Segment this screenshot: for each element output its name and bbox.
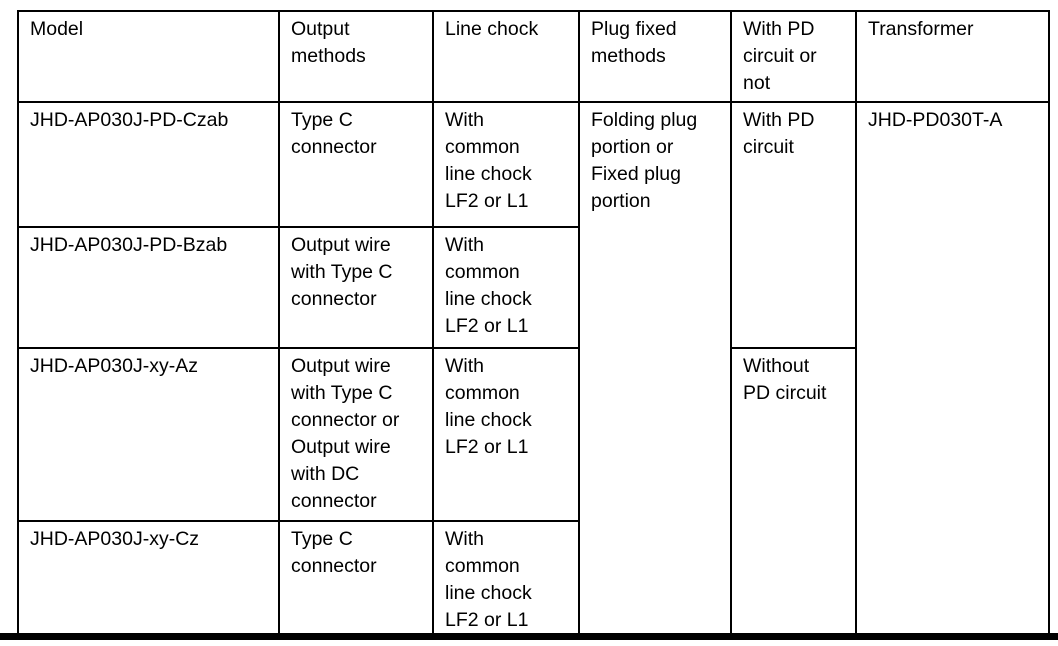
cell-output-methods: Type C connector xyxy=(278,520,434,640)
header-output-methods: Output methods xyxy=(278,10,434,103)
cell-output-methods: Output wire with Type C connector xyxy=(278,226,434,349)
cell-line-chock: With common line chock LF2 or L1 xyxy=(432,226,580,349)
cell-line-chock: With common line chock LF2 or L1 xyxy=(432,101,580,228)
header-line-chock: Line chock xyxy=(432,10,580,103)
page-bottom-rule xyxy=(0,633,1058,640)
cell-plug-fixed-methods: Folding plug portion or Fixed plug porti… xyxy=(578,101,732,640)
cell-line-chock: With common line chock LF2 or L1 xyxy=(432,347,580,522)
header-pd-circuit: With PD circuit or not xyxy=(730,10,857,103)
table-row: JHD-AP030J-PD-Bzab Output wire with Type… xyxy=(17,226,1049,349)
model-spec-table: Model Output methods Line chock Plug fix… xyxy=(17,10,1050,640)
cell-model: JHD-AP030J-PD-Czab xyxy=(17,101,280,228)
cell-model: JHD-AP030J-PD-Bzab xyxy=(17,226,280,349)
cell-transformer: JHD-PD030T-A xyxy=(855,101,1050,640)
cell-model: JHD-AP030J-xy-Az xyxy=(17,347,280,522)
table-row: JHD-AP030J-xy-Cz Type C connector With c… xyxy=(17,520,1049,640)
header-model: Model xyxy=(17,10,280,103)
cell-output-methods: Output wire with Type C connector or Out… xyxy=(278,347,434,522)
header-row: Model Output methods Line chock Plug fix… xyxy=(17,10,1050,103)
header-transformer: Transformer xyxy=(855,10,1050,103)
cell-line-chock: With common line chock LF2 or L1 xyxy=(432,520,580,640)
cell-pd-circuit: Without PD circuit xyxy=(730,347,857,640)
cell-pd-circuit: With PD circuit xyxy=(730,101,857,349)
header-plug-fixed-methods: Plug fixed methods xyxy=(578,10,732,103)
cell-model: JHD-AP030J-xy-Cz xyxy=(17,520,280,640)
table-row: JHD-AP030J-PD-Czab Type C connector With… xyxy=(17,101,1050,640)
cell-output-methods: Type C connector xyxy=(278,101,434,228)
